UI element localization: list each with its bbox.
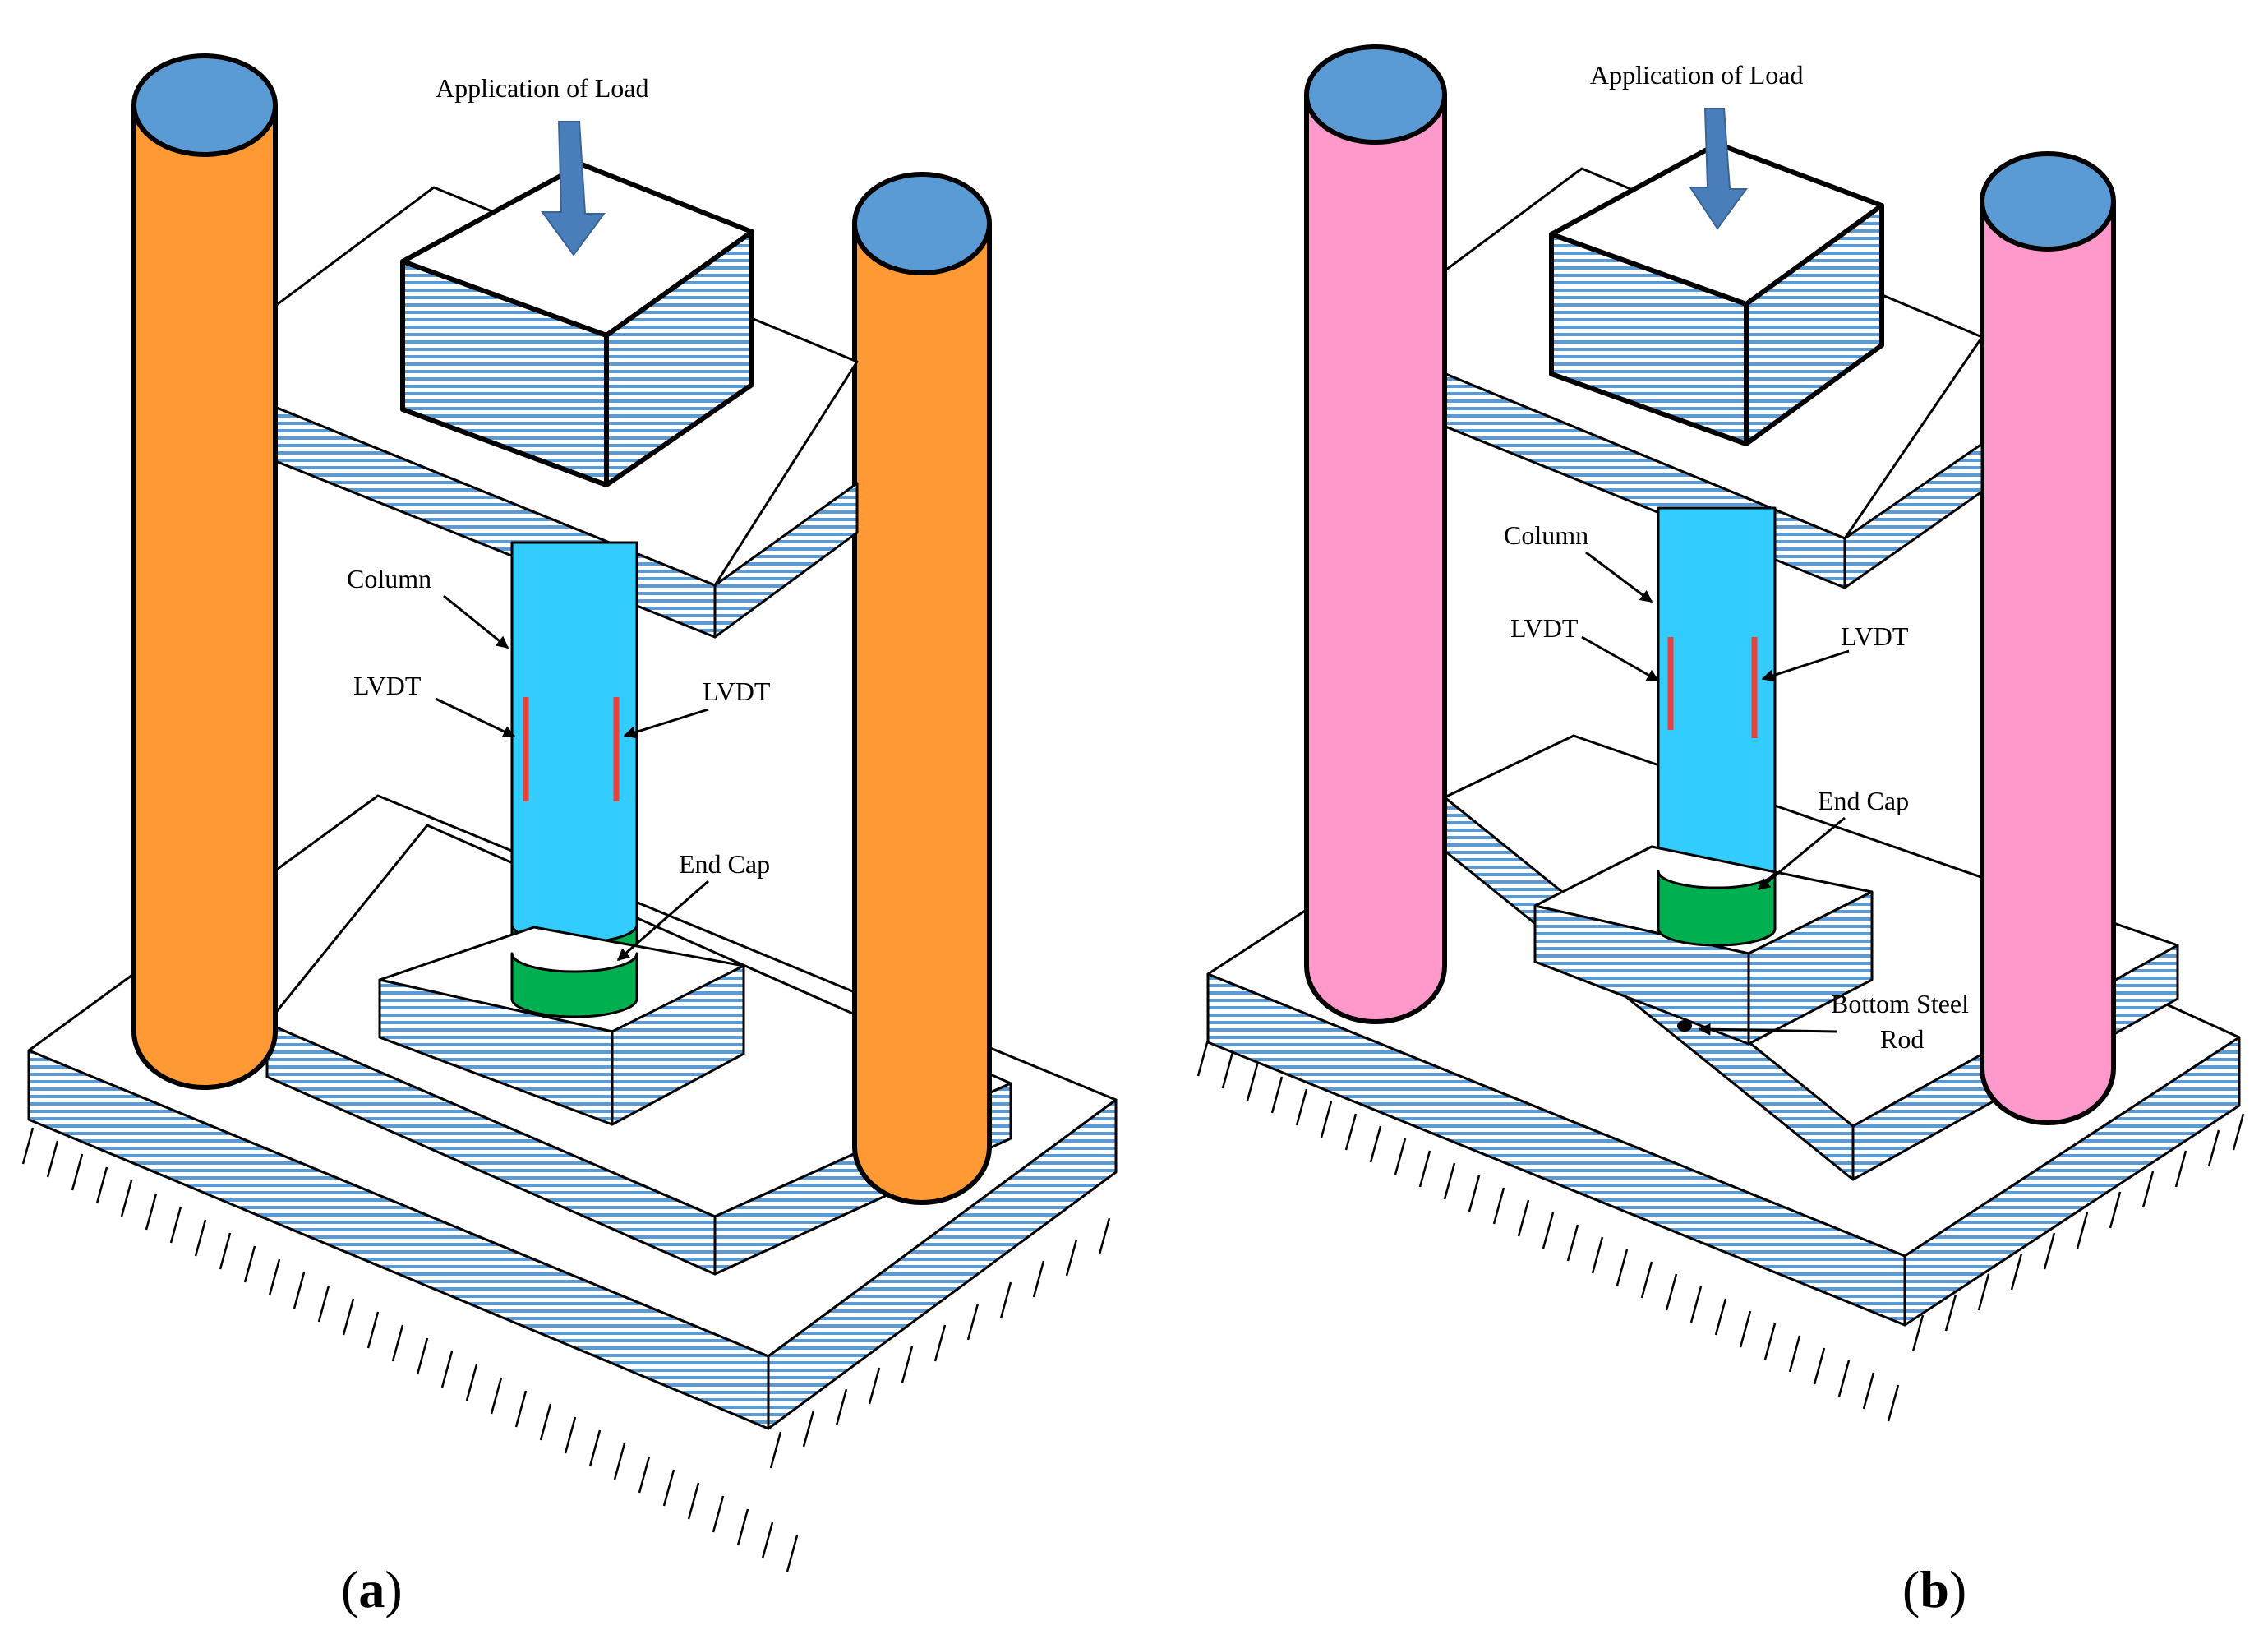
pillar-top-cap (131, 53, 278, 157)
load-label: Application of Load (1590, 60, 1803, 90)
arrow-pointer-icon (1698, 1023, 1837, 1036)
load-label: Application of Load (436, 73, 648, 103)
caption-a: (a) (341, 1560, 403, 1618)
pillar-front-left (1304, 44, 1447, 1024)
end-cap-label: End Cap (1818, 786, 1909, 815)
column-label: Column (1504, 520, 1588, 550)
arrow-pointer-icon (1761, 649, 1850, 681)
down-arrow-icon (541, 121, 606, 256)
column-label: Column (347, 564, 431, 593)
rod-label-line1: Bottom Steel (1831, 989, 1969, 1018)
lvdt-right-label: LVDT (1841, 621, 1909, 651)
bottom-steel-rod (1677, 1020, 1692, 1032)
panel-b: Application of Load Column LVDT LVDT End… (1196, 44, 2245, 1618)
bottom-block (1533, 845, 1874, 1046)
pillar-back-right (1980, 151, 2116, 1125)
end-cap-label: End Cap (679, 849, 770, 879)
arrow-pointer-icon (616, 880, 709, 962)
rod-label-line2: Rod (1880, 1024, 1924, 1054)
lvdt-right-label: LVDT (703, 676, 771, 706)
lvdt-left-label: LVDT (353, 671, 422, 700)
column-specimen (1657, 506, 1777, 889)
lvdt-left-label: LVDT (1510, 613, 1579, 643)
arrow-pointer-icon (623, 708, 709, 739)
down-arrow-icon (1689, 108, 1748, 230)
pillar-back-right (852, 172, 992, 1205)
pillar-top-cap (852, 172, 992, 275)
caption-b: (b) (1902, 1560, 1966, 1618)
arrow-pointer-icon (1581, 635, 1660, 682)
end-cap (1657, 870, 1777, 947)
panel-a: Application of Load Column LVDT LVDT End… (21, 53, 1118, 1618)
arrow-pointer-icon (435, 697, 516, 738)
arrow-pointer-icon (1585, 551, 1653, 603)
ground-hatching (21, 1127, 1111, 1572)
pillar-front-left (131, 53, 278, 1090)
pillar-top-cap (1304, 44, 1447, 145)
pillar-top-cap (1980, 151, 2116, 252)
ground-hatching (1196, 1039, 2245, 1422)
bottom-block (378, 926, 745, 1126)
arrow-pointer-icon (1757, 816, 1846, 891)
arrow-pointer-icon (443, 594, 509, 649)
